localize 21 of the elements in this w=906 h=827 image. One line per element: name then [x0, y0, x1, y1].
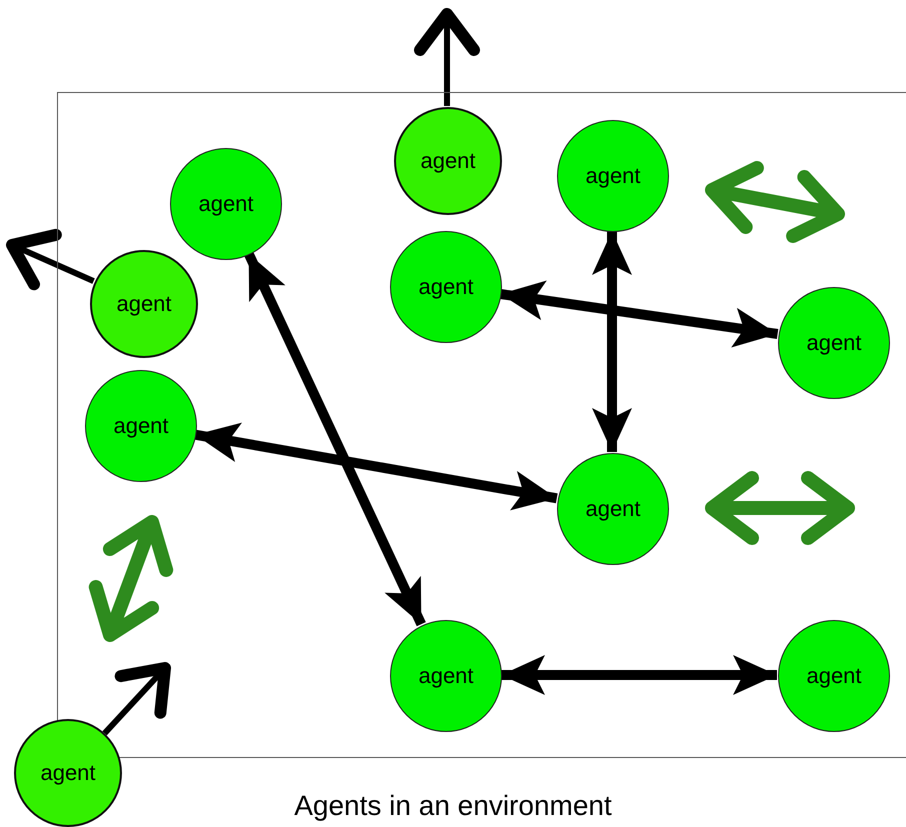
agent-label: agent	[198, 191, 254, 217]
agent-label: agent	[418, 663, 474, 689]
environment-frame	[57, 92, 906, 758]
arrow	[6, 228, 95, 290]
double-headed-arrow	[500, 280, 778, 348]
agent-label: agent	[806, 330, 862, 356]
agent-label: agent	[116, 291, 172, 317]
double-headed-arrow	[194, 422, 558, 510]
arrow	[414, 8, 480, 106]
agent-label: agent	[420, 148, 476, 174]
agent-label: agent	[418, 274, 474, 300]
agent-label: agent	[113, 413, 169, 439]
double-headed-arrow	[501, 655, 777, 695]
double-headed-arrow	[244, 252, 426, 626]
arrow	[102, 662, 171, 736]
double-headed-arrow	[592, 231, 632, 452]
agent-label: agent	[585, 496, 641, 522]
agent-label: agent	[40, 760, 96, 786]
agent-label: agent	[806, 663, 862, 689]
agent-label: agent	[585, 163, 641, 189]
caption: Agents in an environment	[293, 790, 613, 822]
